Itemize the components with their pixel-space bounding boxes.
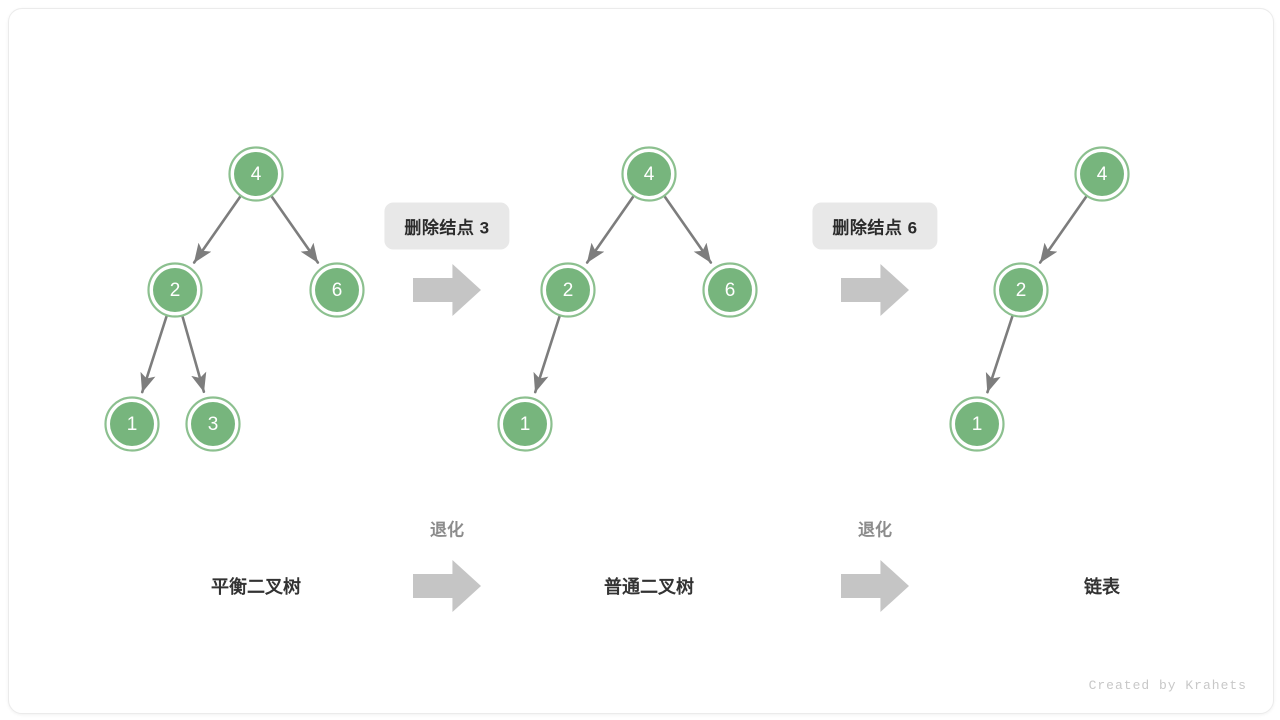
node-value: 4 bbox=[1097, 164, 1108, 185]
node-value: 1 bbox=[972, 414, 983, 435]
degenerate-arrow-2 bbox=[841, 560, 909, 612]
node-ring bbox=[621, 146, 677, 202]
node-circle bbox=[627, 152, 671, 196]
node-circle bbox=[234, 152, 278, 196]
degenerate-label-1: 退化 bbox=[430, 520, 464, 540]
credit-text: Created by Krahets bbox=[1088, 678, 1247, 693]
block-arrows bbox=[413, 264, 909, 612]
node-ring bbox=[228, 146, 284, 202]
node-value: 6 bbox=[332, 280, 343, 301]
node-value: 6 bbox=[725, 280, 736, 301]
node-ring bbox=[993, 262, 1049, 318]
delete-node-6: 删除结点 6 bbox=[812, 202, 938, 250]
tree-edge bbox=[1038, 195, 1088, 264]
node-ring bbox=[497, 396, 553, 452]
tree-node: 1 bbox=[949, 396, 1005, 452]
tree-nodes: 4 2 6 1 3 4 2 6 1 4 2 1 bbox=[104, 146, 1130, 452]
node-ring bbox=[147, 262, 203, 318]
transition-arrow-2 bbox=[841, 264, 909, 316]
node-circle bbox=[191, 402, 235, 446]
node-ring bbox=[185, 396, 241, 452]
node-value: 1 bbox=[520, 414, 531, 435]
degenerate-label-2: 退化 bbox=[858, 520, 892, 540]
caption-balanced: 平衡二叉树 bbox=[211, 577, 301, 597]
tree-node: 4 bbox=[228, 146, 284, 202]
node-ring bbox=[309, 262, 365, 318]
tree-node: 6 bbox=[309, 262, 365, 318]
tree-node: 2 bbox=[147, 262, 203, 318]
tree-graphics-layer: 4 2 6 1 3 4 2 6 1 4 2 1 bbox=[104, 146, 1130, 612]
node-value: 2 bbox=[563, 280, 574, 301]
node-value: 4 bbox=[644, 164, 655, 185]
tree-edge bbox=[985, 315, 1014, 394]
tree-edge bbox=[181, 315, 207, 394]
node-circle bbox=[315, 268, 359, 312]
tree-node: 4 bbox=[1074, 146, 1130, 202]
transition-arrow-1 bbox=[413, 264, 481, 316]
tree-edge bbox=[533, 315, 561, 394]
degenerate-arrow-1 bbox=[413, 560, 481, 612]
node-circle bbox=[708, 268, 752, 312]
node-circle bbox=[153, 268, 197, 312]
node-circle bbox=[999, 268, 1043, 312]
figure-card: 4 2 6 1 3 4 2 6 1 4 2 1 删除结点 3 删除结点 6 平衡二叉树 普通二叉树 链表 退… bbox=[8, 8, 1274, 714]
caption-ordinary: 普通二叉树 bbox=[604, 577, 694, 597]
node-circle bbox=[1080, 152, 1124, 196]
tree-node: 2 bbox=[993, 262, 1049, 318]
caption-linkedlist: 链表 bbox=[1084, 577, 1120, 597]
node-ring bbox=[540, 262, 596, 318]
tree-edge bbox=[140, 315, 168, 394]
node-circle bbox=[110, 402, 154, 446]
tree-node: 2 bbox=[540, 262, 596, 318]
tree-node: 4 bbox=[621, 146, 677, 202]
node-value: 1 bbox=[127, 414, 138, 435]
tree-edges bbox=[140, 195, 1088, 394]
node-value: 3 bbox=[208, 414, 219, 435]
tree-edge bbox=[270, 195, 320, 264]
node-value: 2 bbox=[170, 280, 181, 301]
node-ring bbox=[949, 396, 1005, 452]
node-ring bbox=[104, 396, 160, 452]
node-ring bbox=[702, 262, 758, 318]
diagram-stage: 4 2 6 1 3 4 2 6 1 4 2 1 删除结点 3 删除结点 6 平衡二叉树 普通二叉树 链表 退… bbox=[9, 9, 1273, 713]
node-circle bbox=[546, 268, 590, 312]
node-ring bbox=[1074, 146, 1130, 202]
tree-node: 1 bbox=[497, 396, 553, 452]
node-circle bbox=[955, 402, 999, 446]
tree-node: 3 bbox=[185, 396, 241, 452]
tree-node: 1 bbox=[104, 396, 160, 452]
tree-node: 6 bbox=[702, 262, 758, 318]
tree-edge bbox=[192, 195, 242, 264]
node-value: 4 bbox=[251, 164, 262, 185]
node-value: 2 bbox=[1016, 280, 1027, 301]
node-circle bbox=[503, 402, 547, 446]
tree-edge bbox=[585, 195, 635, 264]
delete-node-3: 删除结点 3 bbox=[384, 202, 510, 250]
tree-edge bbox=[663, 195, 713, 264]
